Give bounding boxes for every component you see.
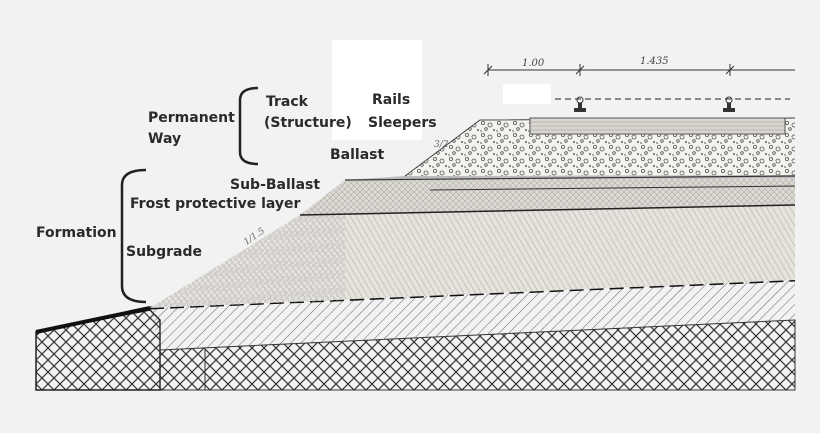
sleeper — [529, 117, 786, 135]
sub-ballast-layer — [344, 175, 796, 181]
bracket-permanent-way — [238, 86, 259, 166]
label-structure: (Structure) — [264, 115, 352, 131]
label-formation: Formation — [36, 225, 117, 241]
label-sub-ballast: Sub-Ballast — [230, 177, 321, 193]
dimension-line — [483, 64, 795, 76]
label-ballast: Ballast — [330, 147, 385, 163]
label-track: Track — [266, 94, 308, 110]
label-background-patch — [332, 40, 422, 140]
label-background-patch-small — [503, 84, 551, 104]
slope-ballast: 3/2 — [434, 140, 449, 150]
embankment-fill — [150, 205, 795, 308]
label-subgrade: Subgrade — [126, 244, 202, 260]
bracket-formation — [120, 168, 147, 304]
label-rails: Rails — [372, 92, 411, 108]
label-sleepers: Sleepers — [368, 115, 437, 131]
frost-protective-layer — [299, 178, 796, 216]
label-frost-layer: Frost protective layer — [130, 196, 301, 212]
label-permanent-way: Permanent Way — [148, 110, 235, 147]
dimension-gauge: 1.435 — [640, 56, 669, 67]
dimension-left-width: 1.00 — [522, 58, 545, 69]
